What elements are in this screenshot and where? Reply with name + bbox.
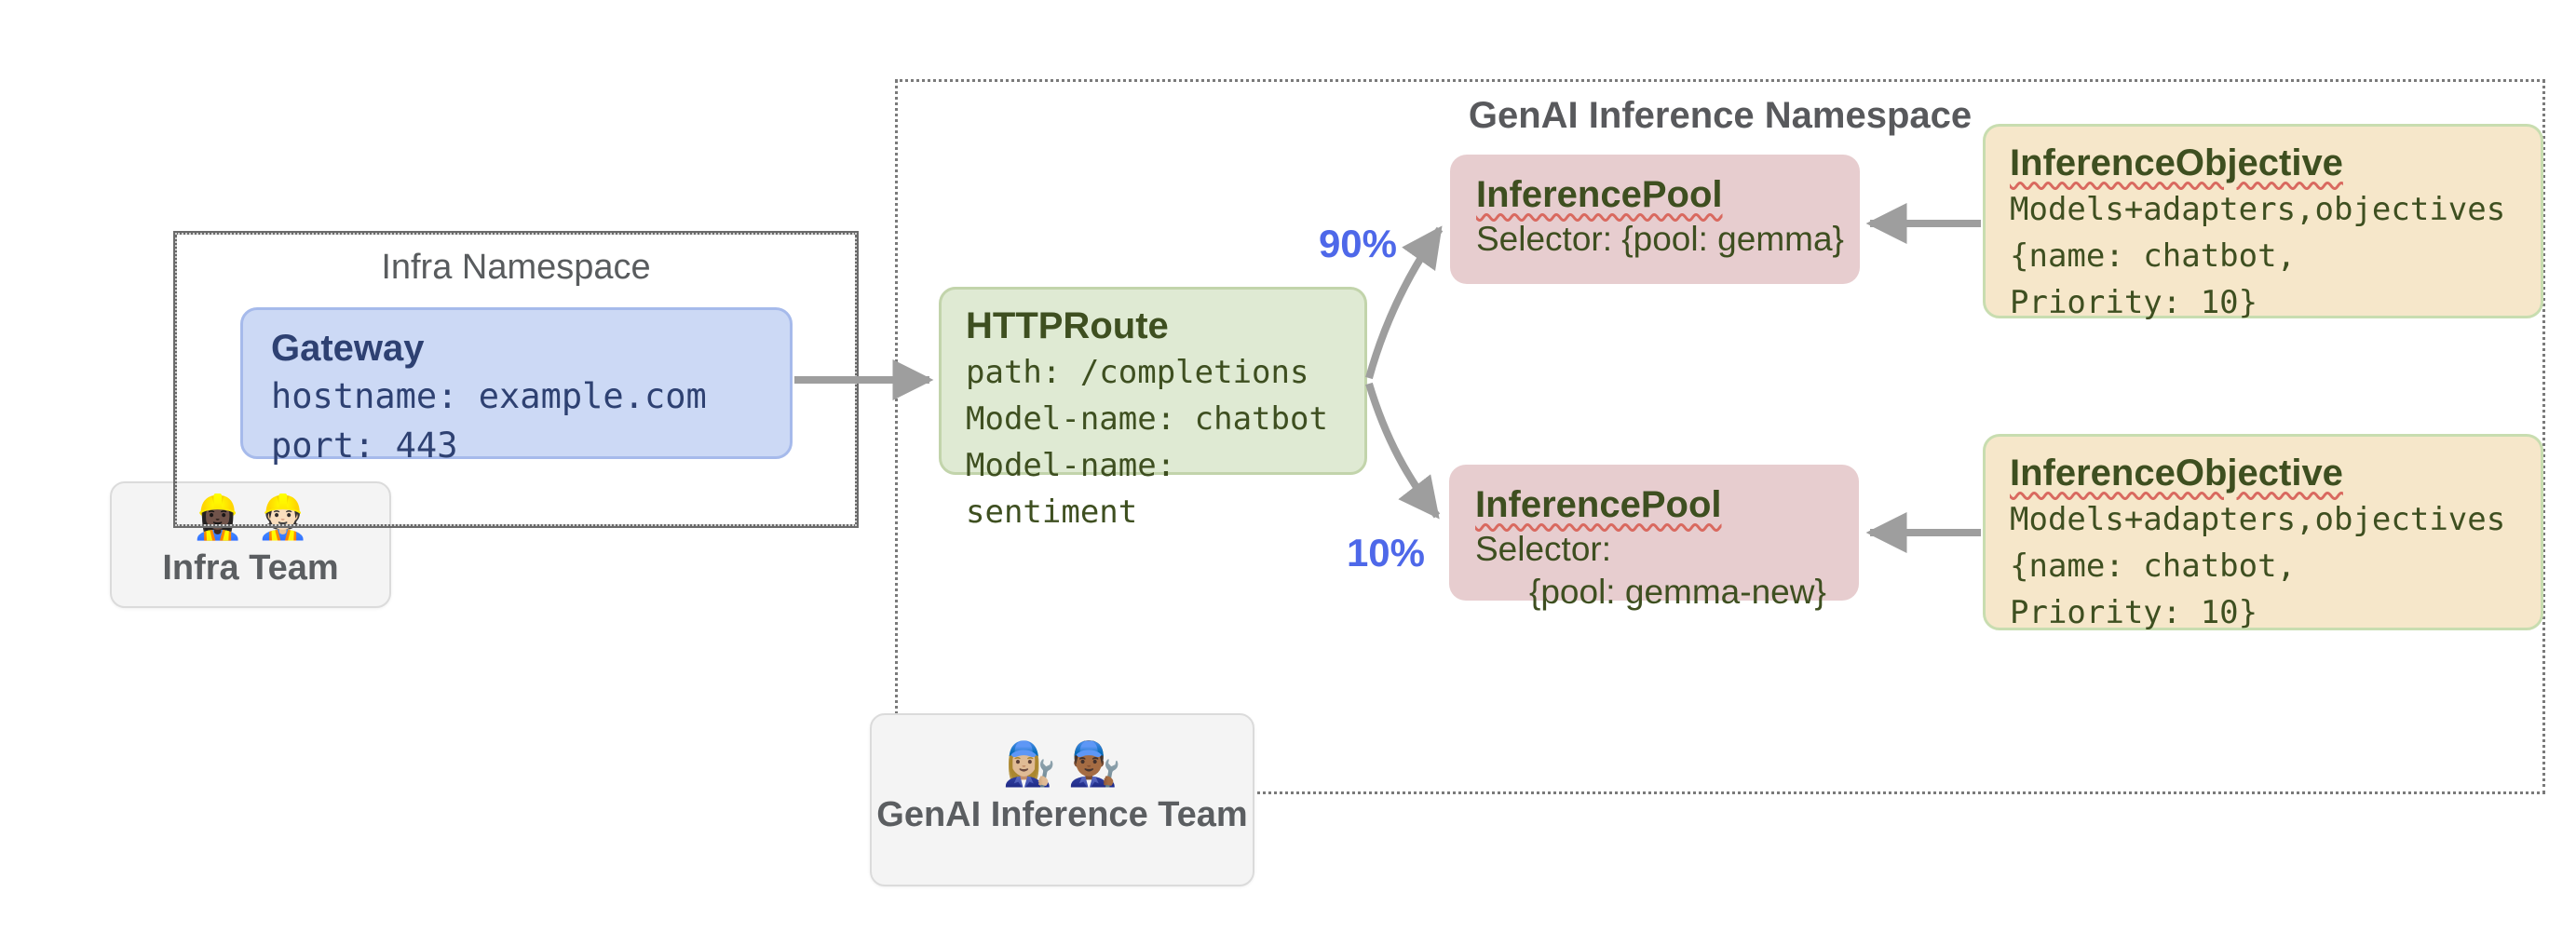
gateway-hostname: hostname: example.com — [271, 376, 707, 416]
inference-pool-gemma-box: InferencePool Selector: {pool: gemma} — [1450, 155, 1860, 284]
genai-inference-namespace-title: GenAI Inference Namespace — [1468, 95, 1973, 136]
httproute-box: HTTPRoute path: /completions Model-name:… — [939, 287, 1367, 531]
inference-objective-top-priority: Priority: 10} — [2010, 284, 2258, 321]
gateway-box: Gateway hostname: example.com port: 443 — [240, 307, 793, 466]
mechanic-emojis: 👩🏼‍🔧 👨🏾‍🔧 — [1002, 739, 1122, 788]
httproute-path: path: /completions — [966, 354, 1309, 391]
gateway-port: port: 443 — [271, 426, 458, 466]
traffic-split-90-label: 90% — [1318, 222, 1397, 265]
infra-namespace-box: Infra Namespace — [173, 231, 859, 528]
infra-team-box: 👷🏿‍♀️ 👷🏻 Infra Team — [110, 481, 391, 608]
genai-inference-team-box: 👩🏼‍🔧 👨🏾‍🔧 GenAI Inference Team — [870, 713, 1254, 886]
gateway-title: Gateway — [271, 328, 425, 369]
inference-objective-top-models: Models+adapters,objectives — [2010, 191, 2506, 228]
inference-pool-gemma-new-box: InferencePool Selector: {pool: gemma-new… — [1449, 465, 1859, 611]
infra-team-label: Infra Team — [162, 548, 339, 588]
inference-pool-gemma-new-title: InferencePool — [1475, 484, 1722, 525]
construction-worker-emojis: 👷🏿‍♀️ 👷🏻 — [191, 493, 310, 541]
inference-objective-bottom-title: InferenceObjective — [2010, 453, 2343, 494]
traffic-split-10-label: 10% — [1346, 531, 1425, 575]
inference-objective-bottom-priority: Priority: 10} — [2010, 594, 2258, 631]
inference-pool-gemma-selector: Selector: {pool: gemma} — [1476, 220, 1844, 258]
inference-objective-bottom-box: InferenceObjective Models+adapters,objec… — [1983, 434, 2543, 631]
infra-namespace-title: Infra Namespace — [381, 248, 651, 287]
inference-pool-gemma-new-selector-value: {pool: gemma-new} — [1529, 573, 1826, 611]
inference-objective-top-title: InferenceObjective — [2010, 142, 2343, 183]
inference-objective-bottom-models: Models+adapters,objectives — [2010, 501, 2506, 538]
inference-pool-gemma-new-selector: Selector: — [1475, 530, 1612, 568]
genai-inference-team-label: GenAI Inference Team — [876, 795, 1248, 834]
httproute-model-chatbot: Model-name: chatbot — [966, 400, 1328, 438]
inference-pool-gemma-title: InferencePool — [1476, 174, 1723, 215]
inference-objective-bottom-name: {name: chatbot, — [2010, 548, 2297, 585]
inference-objective-top-name: {name: chatbot, — [2010, 237, 2297, 275]
genai-inference-namespace-box: GenAI Inference Namespace — [895, 79, 2545, 794]
inference-objective-top-box: InferenceObjective Models+adapters,objec… — [1983, 124, 2543, 321]
httproute-model-sentiment: Model-name: sentiment — [966, 447, 1176, 531]
httproute-title: HTTPRoute — [966, 305, 1169, 346]
